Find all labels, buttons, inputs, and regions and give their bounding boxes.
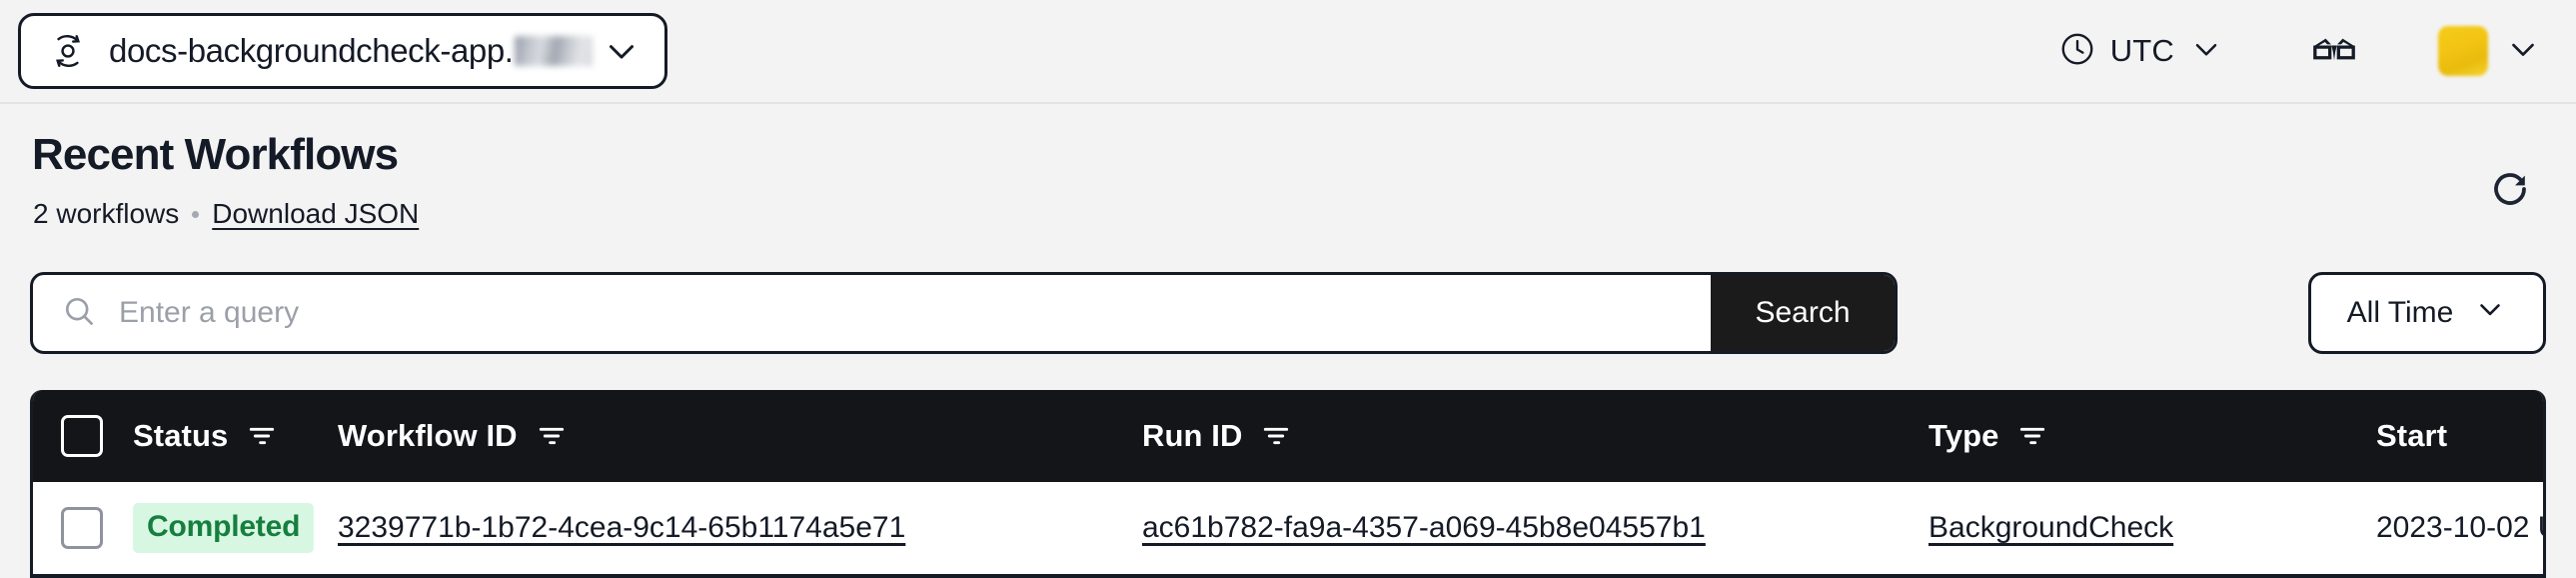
search-icon [61,293,97,334]
separator-dot [192,210,200,218]
clock-icon [2058,30,2096,73]
namespace-label: docs-backgroundcheck-app. [109,32,593,70]
select-all-checkbox[interactable] [61,415,103,457]
select-all-cell [61,415,103,457]
column-header-type[interactable]: Type [1929,418,2048,454]
cell-start: 2023-10-02 U [2376,511,2546,545]
workflow-count: 2 workflows [33,198,180,229]
redacted-namespace-suffix [514,36,593,66]
row-select-cell [61,507,103,549]
filter-icon[interactable] [536,420,568,452]
column-header-workflow-id[interactable]: Workflow ID [338,418,568,454]
search-input[interactable] [119,296,1711,330]
refresh-icon [2486,167,2534,220]
user-menu[interactable] [2438,26,2542,76]
column-header-start[interactable]: Start [2376,418,2447,454]
3d-glasses-icon [2307,22,2361,81]
top-navigation-bar: docs-backgroundcheck-app. UTC [0,0,2576,104]
cell-type: BackgroundCheck [1929,511,2173,545]
column-header-run-id[interactable]: Run ID [1142,418,1292,454]
topbar-actions: UTC [2048,0,2542,102]
column-label: Type [1929,418,1999,453]
temporal-logo-icon [47,30,89,72]
status-badge: Completed [133,503,315,553]
download-json-link[interactable]: Download JSON [212,198,420,229]
search-button[interactable]: Search [1711,275,1895,351]
refresh-button[interactable] [2482,165,2538,221]
row-checkbox[interactable] [61,507,103,549]
table-row[interactable]: Completed 3239771b-1b72-4cea-9c14-65b117… [33,482,2543,578]
start-time-value: 2023-10-02 U [2376,511,2546,544]
cell-run-id: ac61b782-fa9a-4357-a069-45b8e04557b1 [1142,511,1706,545]
column-label: Status [133,418,229,453]
column-header-status[interactable]: Status [133,418,278,454]
search-bar: Search [30,272,1898,354]
codec-server-button[interactable] [2286,21,2382,81]
cell-status: Completed [133,503,315,553]
chevron-down-icon[interactable] [2473,292,2507,334]
chevron-down-icon[interactable] [601,30,643,72]
search-field[interactable] [33,275,1711,351]
time-range-value: All Time [2346,296,2454,329]
workflows-table: Status Workflow ID Run ID Type [30,390,2546,578]
filter-icon[interactable] [2016,420,2048,452]
chevron-down-icon[interactable] [2188,31,2224,72]
time-range-selector[interactable]: All Time [2308,272,2546,354]
table-header-row: Status Workflow ID Run ID Type [33,390,2543,482]
column-label: Run ID [1142,418,1243,453]
page-title: Recent Workflows [32,130,399,179]
workflow-id-link[interactable]: 3239771b-1b72-4cea-9c14-65b1174a5e71 [338,511,906,544]
filter-icon[interactable] [246,420,278,452]
timezone-selector[interactable]: UTC [2048,21,2234,81]
timezone-label: UTC [2109,33,2174,68]
run-id-link[interactable]: ac61b782-fa9a-4357-a069-45b8e04557b1 [1142,511,1706,544]
workflow-type-link[interactable]: BackgroundCheck [1929,511,2174,544]
cell-workflow-id: 3239771b-1b72-4cea-9c14-65b1174a5e71 [338,511,905,545]
avatar [2438,26,2488,76]
namespace-selector[interactable]: docs-backgroundcheck-app. [18,13,667,89]
column-label: Start [2376,418,2448,453]
chevron-down-icon[interactable] [2504,30,2542,73]
column-label: Workflow ID [338,418,518,453]
filter-icon[interactable] [1260,420,1292,452]
page-subline: 2 workflows Download JSON [33,198,419,230]
